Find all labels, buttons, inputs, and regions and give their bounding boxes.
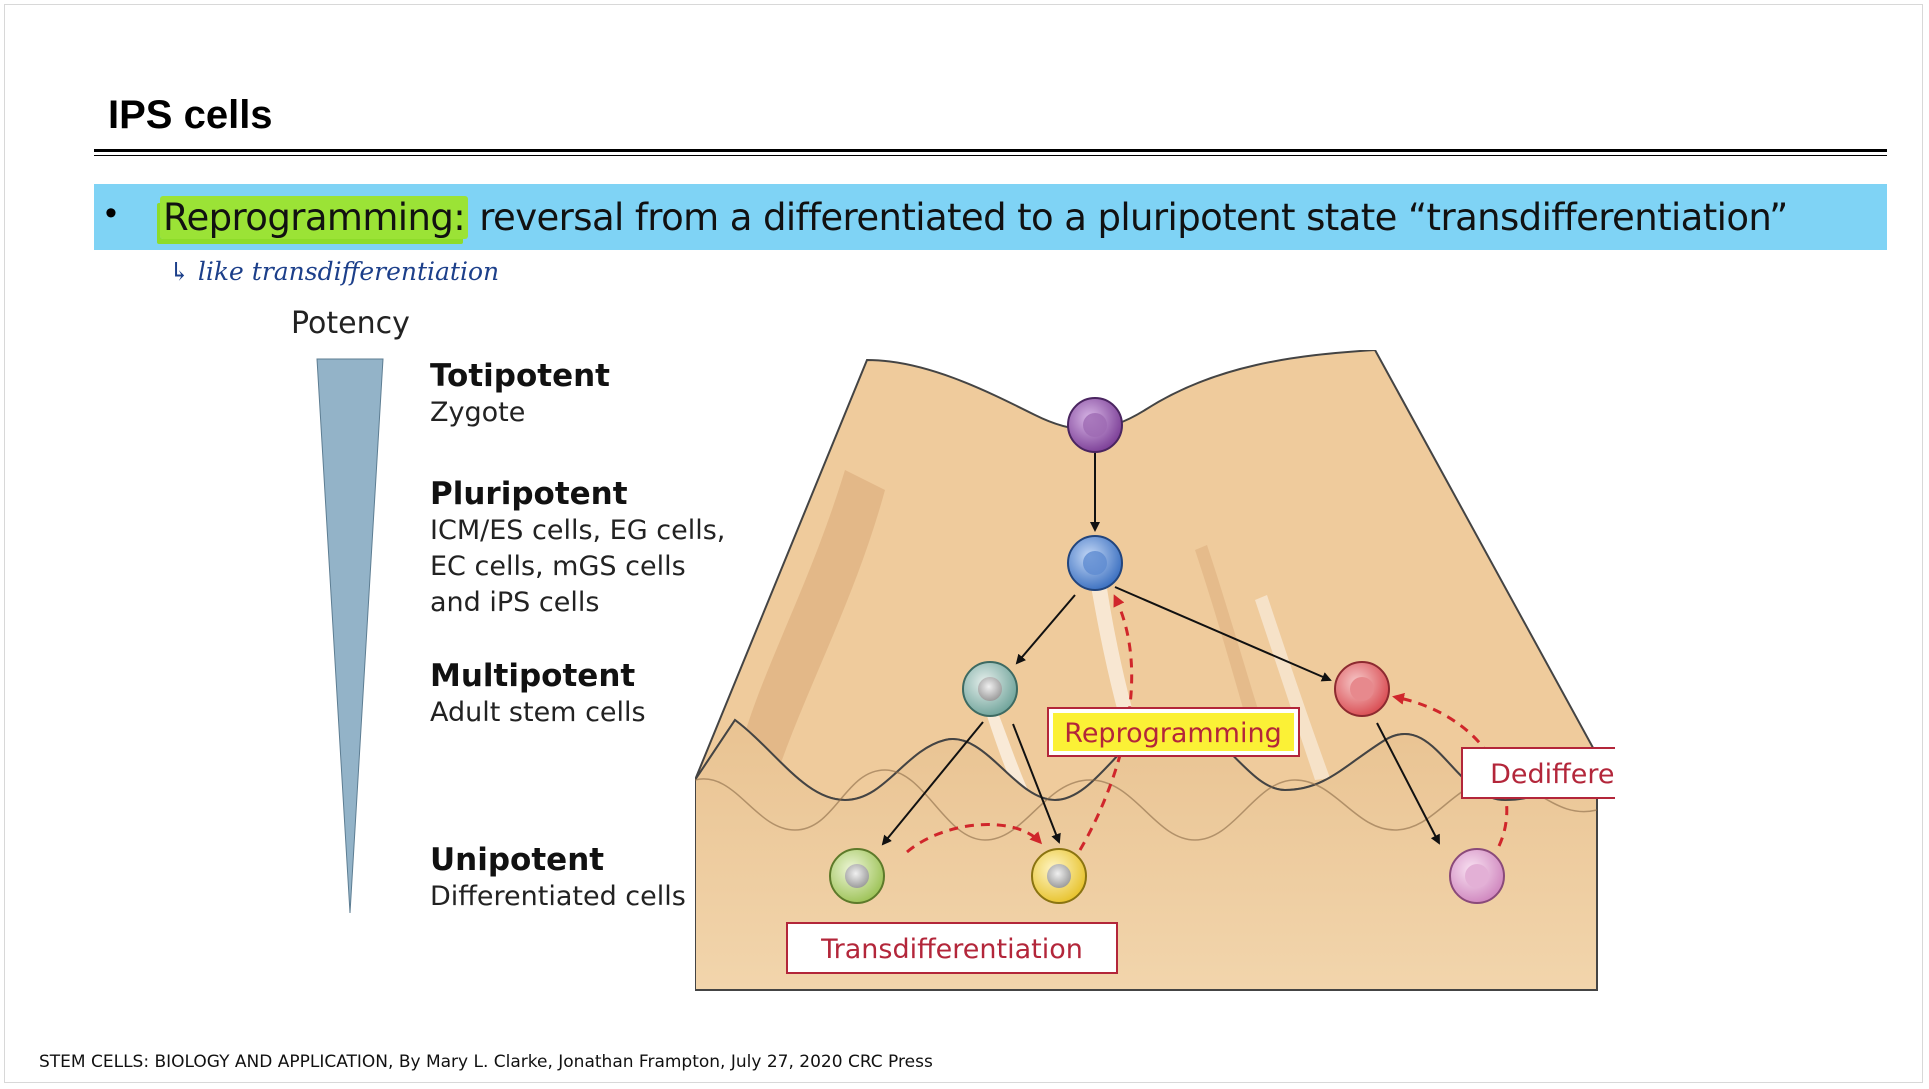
level-name: Pluripotent <box>430 476 628 512</box>
highlighted-term: Reprogramming: <box>160 196 469 239</box>
arrow-transdifferentiation <box>906 823 1043 854</box>
arrow-pluripotent-to-multipotent <box>1015 594 1076 665</box>
level-desc: EC cells, mGS cells <box>430 551 686 582</box>
label-transdifferentiation-text: Transdifferentiation <box>820 934 1083 965</box>
front-edge <box>695 769 1598 841</box>
label-reprogramming: Reprogramming <box>1047 707 1300 757</box>
arrow-pluripotent-to-red <box>1114 586 1332 682</box>
handwritten-note: ↳ like transdifferentiation <box>169 257 499 286</box>
bullet-symbol: • <box>105 194 117 232</box>
cell-unipotent-yellow <box>1031 848 1087 904</box>
arrow-multipotent-to-green <box>881 721 984 846</box>
bullet-definition: reversal from a differentiated to a plur… <box>468 196 1788 239</box>
waddington-landscape: Reprogramming Dedifferentiation Transdif… <box>695 350 1615 991</box>
valley-highlight <box>1255 595 1330 780</box>
level-desc: ICM/ES cells, EG cells, <box>430 515 726 546</box>
level-desc: Differentiated cells <box>430 881 686 912</box>
potency-axis-label: Potency <box>291 306 410 341</box>
label-transdifferentiation: Transdifferentiation <box>786 922 1118 974</box>
slide-title: IPS cells <box>108 93 273 137</box>
level-unipotent: Unipotent Differentiated cells <box>430 841 686 915</box>
valley-shadow <box>1195 545 1270 750</box>
arrow-reprogramming <box>1078 594 1134 851</box>
cell-pluripotent <box>1067 535 1123 591</box>
level-name: Totipotent <box>430 358 610 394</box>
level-desc: Zygote <box>430 397 526 428</box>
label-reprogramming-text: Reprogramming <box>1064 718 1281 749</box>
bullet-text: Reprogramming: reversal from a different… <box>160 196 1788 239</box>
arrow-red-to-pink <box>1376 722 1440 845</box>
level-name: Unipotent <box>430 842 605 878</box>
label-dedifferentiation-text: Dedifferentiation <box>1490 759 1615 790</box>
arrow-dedifferentiation <box>1392 692 1509 847</box>
level-name: Multipotent <box>430 658 636 694</box>
title-rule <box>94 149 1887 152</box>
cell-unipotent-pink <box>1449 848 1505 904</box>
potency-wedge <box>316 358 384 914</box>
level-multipotent: Multipotent Adult stem cells <box>430 657 646 731</box>
arrow-multipotent-to-yellow <box>1012 723 1061 844</box>
level-totipotent: Totipotent Zygote <box>430 357 610 431</box>
cell-multipotent-red <box>1334 661 1390 717</box>
label-dedifferentiation: Dedifferentiation <box>1461 747 1615 799</box>
cell-totipotent <box>1067 397 1123 453</box>
level-desc: Adult stem cells <box>430 697 646 728</box>
valley-highlight <box>985 705 1027 790</box>
source-caption: STEM CELLS: BIOLOGY AND APPLICATION, By … <box>39 1052 933 1072</box>
cell-unipotent-green <box>829 848 885 904</box>
handwritten-note-text: ↳ like transdifferentiation <box>169 257 499 286</box>
level-pluripotent: Pluripotent ICM/ES cells, EG cells, EC c… <box>430 475 725 621</box>
level-desc: and iPS cells <box>430 587 600 618</box>
valley-shadow <box>735 470 885 780</box>
title-rule-thin <box>94 155 1887 156</box>
slide: IPS cells • Reprogramming: reversal from… <box>4 4 1923 1083</box>
cell-multipotent <box>962 661 1018 717</box>
